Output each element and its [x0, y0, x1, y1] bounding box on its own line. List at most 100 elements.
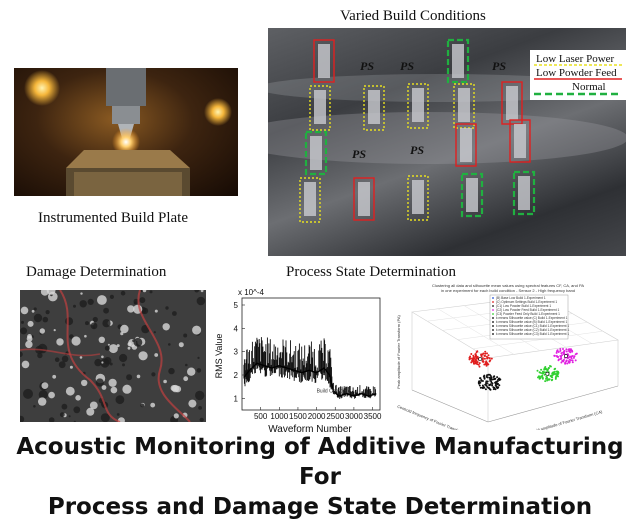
- legend-marker: [492, 305, 494, 307]
- grain-spot: [102, 385, 107, 390]
- build-track: [518, 176, 530, 210]
- y-tick-label: 1: [234, 394, 239, 403]
- grain-spot: [80, 356, 83, 359]
- grain-spot: [110, 295, 114, 299]
- cluster-point: [475, 355, 477, 357]
- cluster-point: [572, 359, 574, 361]
- cluster-point: [544, 371, 546, 373]
- cluster-point: [496, 382, 498, 384]
- build-track: [514, 124, 526, 158]
- grain-spot: [140, 404, 144, 408]
- build-track: [358, 182, 370, 216]
- grain-spot: [111, 387, 118, 394]
- cluster-point: [490, 378, 492, 380]
- build-track: [310, 136, 322, 170]
- cluster-point: [479, 385, 481, 387]
- caption-varied-build-conditions: Varied Build Conditions: [340, 8, 486, 25]
- cluster-point: [494, 382, 496, 384]
- grain-spot: [194, 290, 199, 293]
- cluster-point: [482, 385, 484, 387]
- cluster-point: [561, 354, 563, 356]
- cluster-point: [553, 355, 555, 357]
- cluster-point: [572, 361, 574, 363]
- cluster-point: [544, 368, 546, 370]
- cluster-point: [560, 362, 562, 364]
- cluster-point: [574, 355, 576, 357]
- build-plate-photo: [14, 68, 238, 196]
- ps-mark: PS: [492, 59, 506, 73]
- grain-spot: [104, 357, 111, 364]
- grain-spot: [25, 341, 32, 348]
- grain-spot: [32, 310, 35, 313]
- cluster-point: [495, 385, 497, 387]
- grain-spot: [70, 366, 73, 369]
- legend-marker: [492, 297, 494, 299]
- cluster-point: [471, 360, 473, 362]
- cluster-point: [480, 379, 482, 381]
- main-title: Acoustic Monitoring of Additive Manufact…: [0, 432, 640, 522]
- grain-spot: [117, 413, 120, 416]
- cluster-point: [566, 351, 568, 353]
- cluster-point: [565, 348, 567, 350]
- legend-normal: Normal: [572, 81, 606, 93]
- grain-spot: [27, 334, 32, 339]
- cluster-title-line2: in one experiment for each build conditi…: [441, 288, 575, 293]
- grain-spot: [163, 323, 170, 330]
- cluster-point: [477, 361, 479, 363]
- x-tick-label: 3000: [345, 412, 363, 421]
- cluster-point: [548, 379, 550, 381]
- cluster-point: [554, 368, 556, 370]
- grain-spot: [73, 406, 80, 413]
- grain-spot: [69, 415, 71, 417]
- damage-micrograph-image: [20, 290, 206, 422]
- y-tick-label: 2: [234, 371, 239, 380]
- cluster-point: [491, 385, 493, 387]
- cluster-point: [552, 372, 554, 374]
- cluster-point: [556, 352, 558, 354]
- main-title-line1: Acoustic Monitoring of Additive Manufact…: [0, 432, 640, 492]
- build-track: [304, 182, 316, 216]
- legend-marker: [492, 333, 494, 335]
- cluster-point: [575, 353, 577, 355]
- grain-spot: [20, 352, 23, 358]
- legend-marker: [492, 325, 494, 327]
- build-plate-image: [14, 68, 238, 196]
- cluster-point: [484, 353, 486, 355]
- grain-spot: [62, 356, 69, 363]
- ps-mark: PS: [352, 147, 366, 161]
- grain-spot: [109, 379, 117, 387]
- cluster-z-label: Centroid amplitude of Fourier Transform …: [524, 409, 603, 430]
- grain-spot: [28, 321, 34, 327]
- cluster-point: [557, 371, 559, 373]
- cluster-point: [485, 388, 487, 390]
- grain-spot: [38, 397, 46, 405]
- grain-spot: [197, 368, 202, 373]
- cluster-point: [482, 357, 484, 359]
- cluster-centroid: [488, 381, 491, 384]
- y-exponent-label: x 10^-4: [238, 288, 265, 297]
- y-axis-label: RMS Value: [214, 334, 224, 379]
- cluster-point: [497, 387, 499, 389]
- x-tick-label: 1000: [270, 412, 288, 421]
- cluster-point: [548, 367, 550, 369]
- grain-spot: [21, 321, 24, 324]
- build-track: [460, 128, 472, 162]
- cluster-centroid: [546, 372, 549, 375]
- x-tick-label: 2000: [308, 412, 326, 421]
- grain-spot: [183, 334, 187, 338]
- build-track: [506, 86, 518, 120]
- cluster-point: [552, 374, 554, 376]
- cluster-point: [564, 362, 566, 364]
- cluster-point: [479, 377, 481, 379]
- grain-spot: [150, 403, 155, 408]
- build-conditions-plate-image: PS PS PS PS PS Low Laser Power Low Powde…: [268, 28, 626, 256]
- grain-spot: [65, 317, 73, 325]
- cluster-point: [559, 350, 561, 352]
- grain-spot: [56, 338, 63, 345]
- grain-spot: [128, 347, 131, 350]
- grain-spot: [174, 413, 179, 418]
- build-track: [368, 90, 380, 124]
- legend-marker: [492, 317, 494, 319]
- cluster-point: [497, 379, 499, 381]
- grain-spot: [66, 387, 75, 396]
